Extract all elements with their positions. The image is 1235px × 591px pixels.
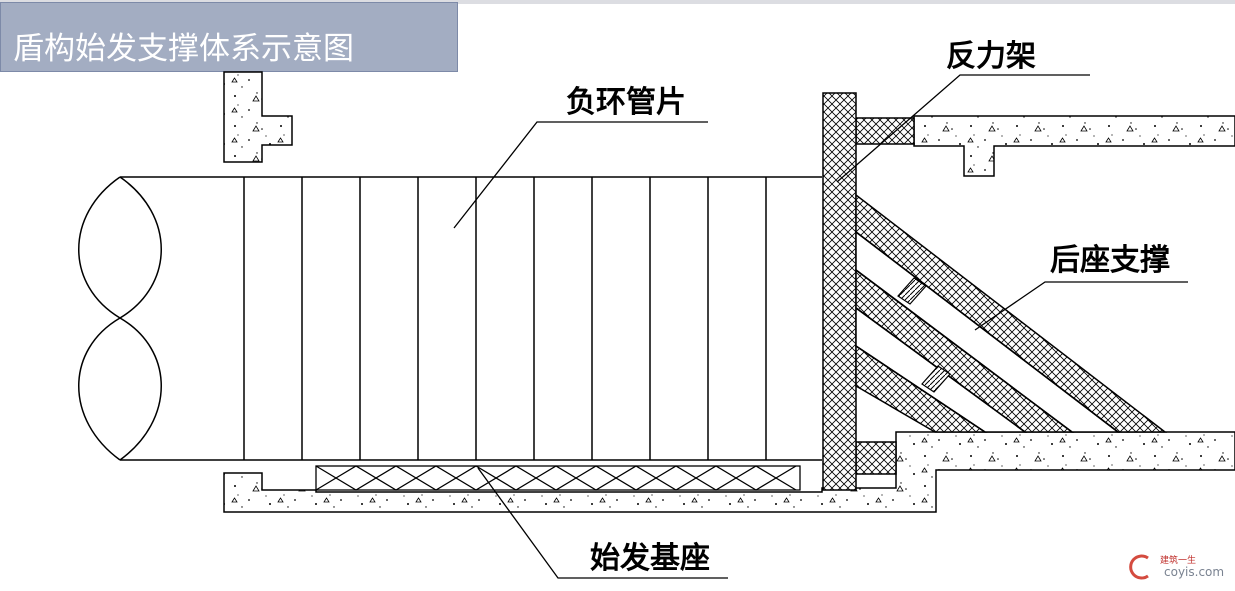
bottom-connection-block xyxy=(855,441,897,475)
upper-wall-stub xyxy=(223,71,293,163)
leader-line-launch-base xyxy=(477,467,728,579)
leader-line-segments xyxy=(453,121,708,229)
label-segments: 负环管片 xyxy=(566,85,686,120)
brace-strut xyxy=(897,277,927,305)
leader-line-reaction-frame xyxy=(836,74,1090,183)
top-beam xyxy=(913,115,1235,177)
launch-base xyxy=(315,465,801,491)
watermark-cn: 建筑一生 xyxy=(1160,554,1196,566)
negative-ring-segments xyxy=(78,176,822,461)
label-launch-base: 始发基座 xyxy=(590,541,710,576)
top-strip xyxy=(0,0,1235,4)
leader-line-rear-support xyxy=(974,281,1188,331)
floor-slab xyxy=(223,431,1235,513)
watermark-site: coyis.com xyxy=(1164,565,1224,579)
title-bar: 盾构始发支撑体系示意图 xyxy=(0,2,458,72)
label-rear-support: 后座支撑 xyxy=(1050,243,1170,278)
label-reaction-frame: 反力架 xyxy=(946,39,1036,74)
watermark-logo-icon xyxy=(1129,554,1149,580)
reaction-frame xyxy=(822,92,857,491)
watermark: 建筑一生 coyis.com xyxy=(1129,554,1224,580)
rear-supports xyxy=(855,193,1168,433)
page-title: 盾构始发支撑体系示意图 xyxy=(13,31,354,67)
brace-strut xyxy=(921,365,951,393)
